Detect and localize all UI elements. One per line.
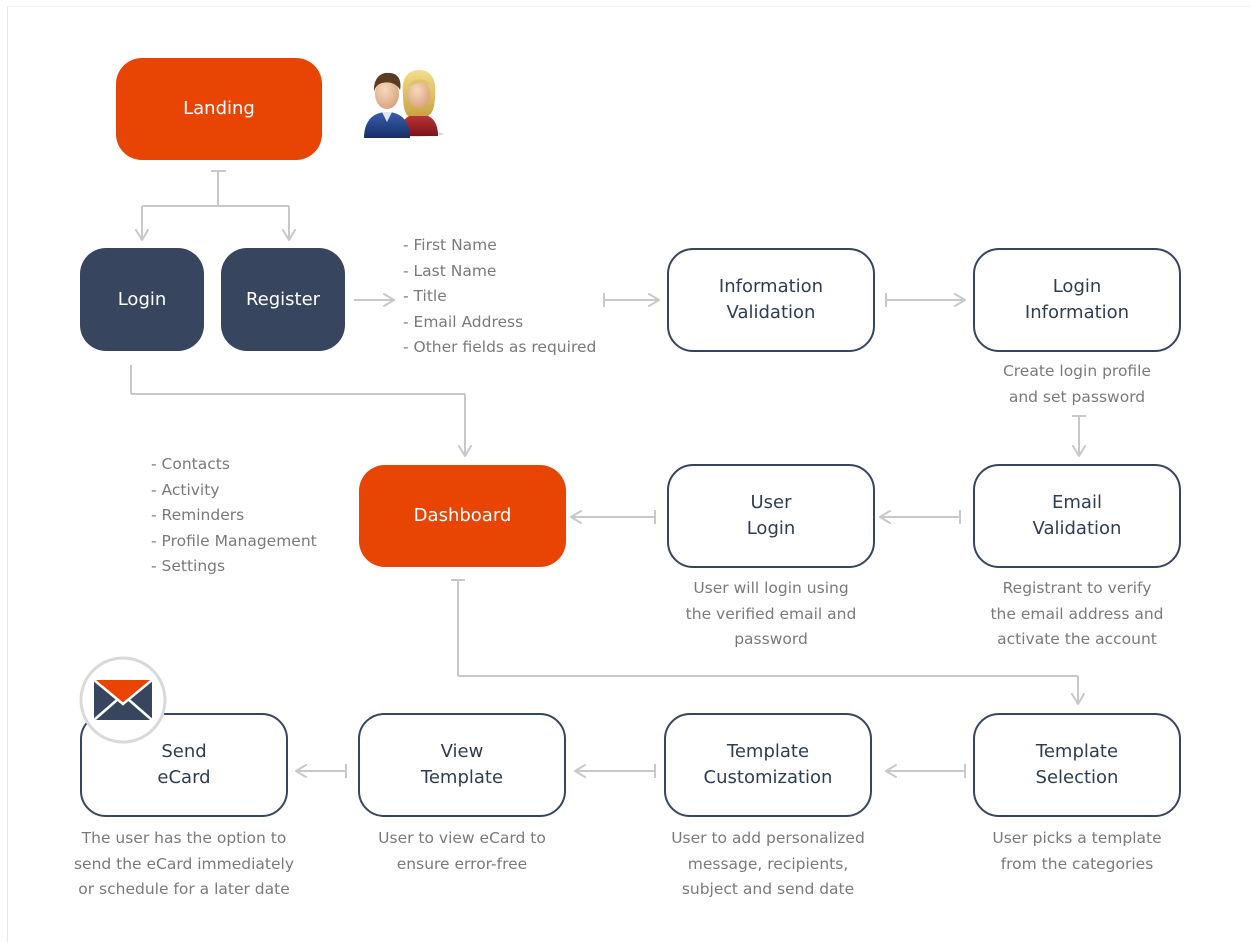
send-ecard-line1: Send xyxy=(161,741,207,762)
note-line: subject and send date xyxy=(681,880,855,898)
template-selection-line2: Selection xyxy=(1035,767,1119,788)
template-selection-line1: Template xyxy=(1035,741,1119,762)
note-line: User to add personalized xyxy=(671,829,865,847)
connector-view-send xyxy=(295,764,347,778)
dashboard-item: - Profile Management xyxy=(151,531,317,550)
view-template-node: View Template xyxy=(358,713,566,817)
register-field-item: - Other fields as required xyxy=(403,338,597,356)
connector-fields-info-validation xyxy=(603,293,660,307)
dashboard-node: Dashboard xyxy=(359,465,566,567)
note-line: the verified email and xyxy=(685,604,857,623)
template-customization-node: Template Customization xyxy=(664,713,872,817)
dashboard-item: - Contacts xyxy=(151,455,230,473)
template-selection-note: User picks a template from the categorie… xyxy=(967,826,1187,877)
login-information-note: Create login profile and set password xyxy=(967,359,1187,410)
template-selection-node: Template Selection xyxy=(973,713,1181,817)
dashboard-items-list: - Contacts - Activity - Reminders - Prof… xyxy=(151,452,317,580)
note-line: The user has the option to xyxy=(81,829,287,847)
note-line: message, recipients, xyxy=(687,854,849,873)
landing-label: Landing xyxy=(183,98,255,119)
login-information-node: Login Information xyxy=(973,248,1181,352)
note-line: User to view eCard to xyxy=(378,829,546,847)
envelope-icon xyxy=(79,656,169,746)
register-field-item: - Title xyxy=(403,287,447,305)
register-node: Register xyxy=(221,248,345,351)
send-ecard-line2: eCard xyxy=(157,767,211,788)
template-customization-note: User to add personalized message, recipi… xyxy=(658,826,878,903)
email-validation-node: Email Validation xyxy=(973,464,1181,568)
login-label: Login xyxy=(117,288,167,310)
note-line: User picks a template xyxy=(992,829,1162,847)
template-customization-line1: Template xyxy=(726,741,810,762)
landing-node: Landing xyxy=(116,58,322,160)
connector-email-validation-user-login xyxy=(879,510,961,524)
view-template-line2: Template xyxy=(420,767,504,788)
connector-user-login-dashboard xyxy=(570,510,656,524)
login-node: Login xyxy=(80,248,204,351)
connector-customization-view xyxy=(574,764,656,778)
note-line: User will login using xyxy=(693,579,849,597)
view-template-note: User to view eCard to ensure error-free xyxy=(352,826,572,877)
users-icon xyxy=(356,64,448,138)
template-customization-line2: Customization xyxy=(703,767,833,788)
note-line: the email address and xyxy=(990,604,1164,623)
connector-landing-split xyxy=(135,170,296,241)
information-validation-line1: Information xyxy=(718,276,824,297)
note-line: Registrant to verify xyxy=(1002,579,1152,597)
note-line: Create login profile xyxy=(1002,362,1152,380)
register-field-item: - First Name xyxy=(403,236,497,254)
email-validation-note: Registrant to verify the email address a… xyxy=(967,576,1187,653)
information-validation-line2: Validation xyxy=(726,302,816,323)
user-login-line1: User xyxy=(750,492,792,513)
dashboard-item: - Activity xyxy=(151,480,220,499)
dashboard-label: Dashboard xyxy=(413,505,512,526)
diagram-frame xyxy=(7,6,1250,942)
send-ecard-note: The user has the option to send the eCar… xyxy=(64,826,304,903)
connector-login-info-email-validation xyxy=(1072,415,1086,457)
email-validation-line1: Email xyxy=(1052,492,1102,513)
connector-info-validation-login-info xyxy=(885,293,966,307)
user-login-line2: Login xyxy=(746,518,796,539)
connector-selection-customization xyxy=(885,764,966,778)
register-label: Register xyxy=(245,288,321,310)
register-field-item: - Email Address xyxy=(403,312,524,331)
note-line: and set password xyxy=(1008,387,1146,406)
note-line: ensure error-free xyxy=(396,854,528,873)
information-validation-node: Information Validation xyxy=(667,248,875,352)
note-line: password xyxy=(734,630,808,648)
user-login-node: User Login xyxy=(667,464,875,568)
dashboard-item: - Reminders xyxy=(151,506,245,524)
register-field-item: - Last Name xyxy=(403,261,497,280)
note-line: activate the account xyxy=(997,630,1157,648)
note-line: from the categories xyxy=(1000,854,1154,873)
view-template-line1: View xyxy=(440,741,484,762)
connector-dashboard-template-selection xyxy=(451,579,1085,705)
note-line: or schedule for a later date xyxy=(78,880,290,898)
login-information-line2: Information xyxy=(1024,302,1130,323)
email-validation-line2: Validation xyxy=(1032,518,1122,539)
connector-login-dashboard xyxy=(130,365,472,457)
login-information-line1: Login xyxy=(1052,276,1102,297)
note-line: send the eCard immediately xyxy=(73,854,295,873)
user-login-note: User will login using the verified email… xyxy=(661,576,881,653)
register-fields-list: - First Name - Last Name - Title - Email… xyxy=(403,233,596,361)
dashboard-item: - Settings xyxy=(151,557,226,575)
